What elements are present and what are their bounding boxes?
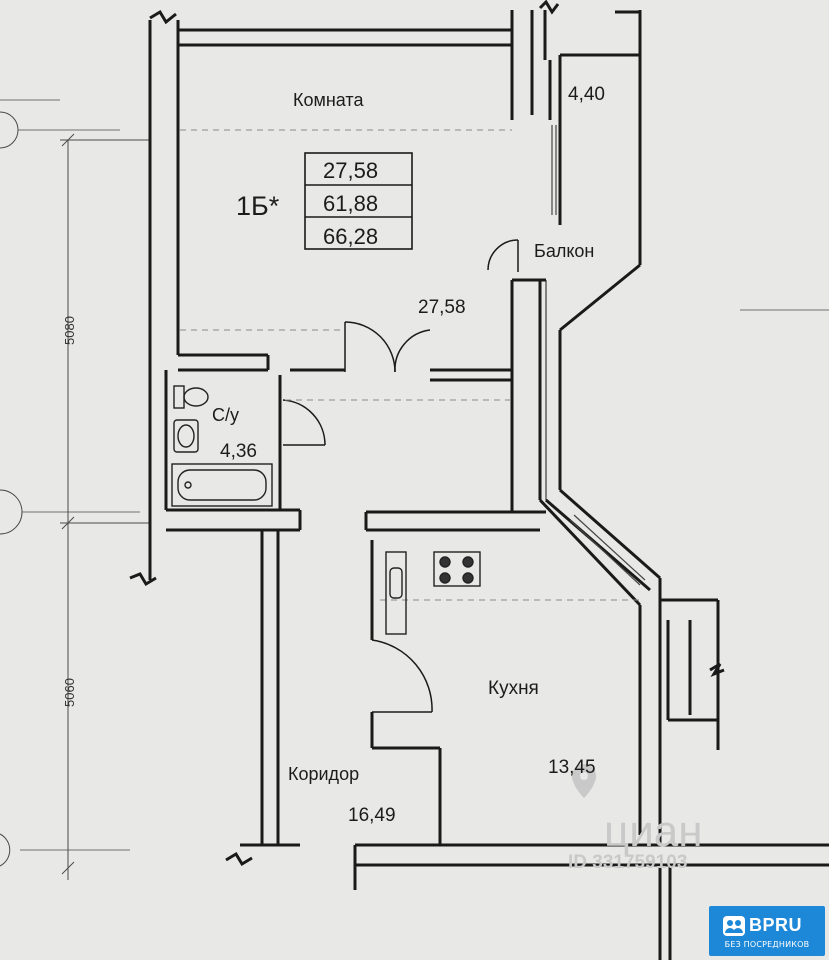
stove-icon — [433, 551, 481, 587]
room-label: Комната — [293, 90, 364, 110]
listing-id: ID 331759103 — [568, 852, 687, 873]
room-area: 27,58 — [418, 297, 466, 318]
kitchen-sink-icon — [385, 551, 407, 635]
bpru-badge[interactable]: BPRU БЕЗ ПОСРЕДНИКОВ — [709, 906, 825, 956]
kitchen-label: Кухня — [488, 678, 539, 699]
corridor-label: Коридор — [288, 764, 359, 784]
corridor-area: 16,49 — [348, 805, 396, 826]
badge-name: BPRU — [749, 915, 803, 935]
toilet-icon — [173, 385, 209, 409]
area-total-with-balcony: 66,28 — [323, 224, 378, 249]
sink-icon — [173, 419, 199, 453]
balcony-area: 4,40 — [568, 84, 605, 105]
area-total: 61,88 — [323, 191, 378, 216]
balcony-label: Балкон — [534, 241, 594, 261]
dimension-lower: 5060 — [62, 678, 77, 707]
badge-subtitle: БЕЗ ПОСРЕДНИКОВ — [724, 940, 810, 949]
kitchen-area: 13,45 — [548, 757, 596, 778]
grid-lines — [180, 129, 640, 601]
bathtub-icon — [171, 463, 273, 507]
apartment-area-table: 27,58 61,88 66,28 — [304, 152, 413, 250]
walls — [129, 0, 829, 960]
bathroom-area: 4,36 — [220, 441, 257, 462]
area-living: 27,58 — [323, 158, 378, 183]
dimension-lines — [0, 99, 829, 880]
balcony-window — [551, 125, 646, 586]
cian-brand: циан — [604, 807, 703, 856]
dimension-upper: 5080 — [62, 316, 77, 345]
cian-watermark: циан ID 331759103 — [568, 764, 703, 873]
people-icon — [723, 915, 745, 936]
apartment-type: 1Б* — [236, 191, 280, 221]
bathroom-label: С/у — [212, 405, 239, 425]
location-pin-icon — [572, 764, 596, 798]
